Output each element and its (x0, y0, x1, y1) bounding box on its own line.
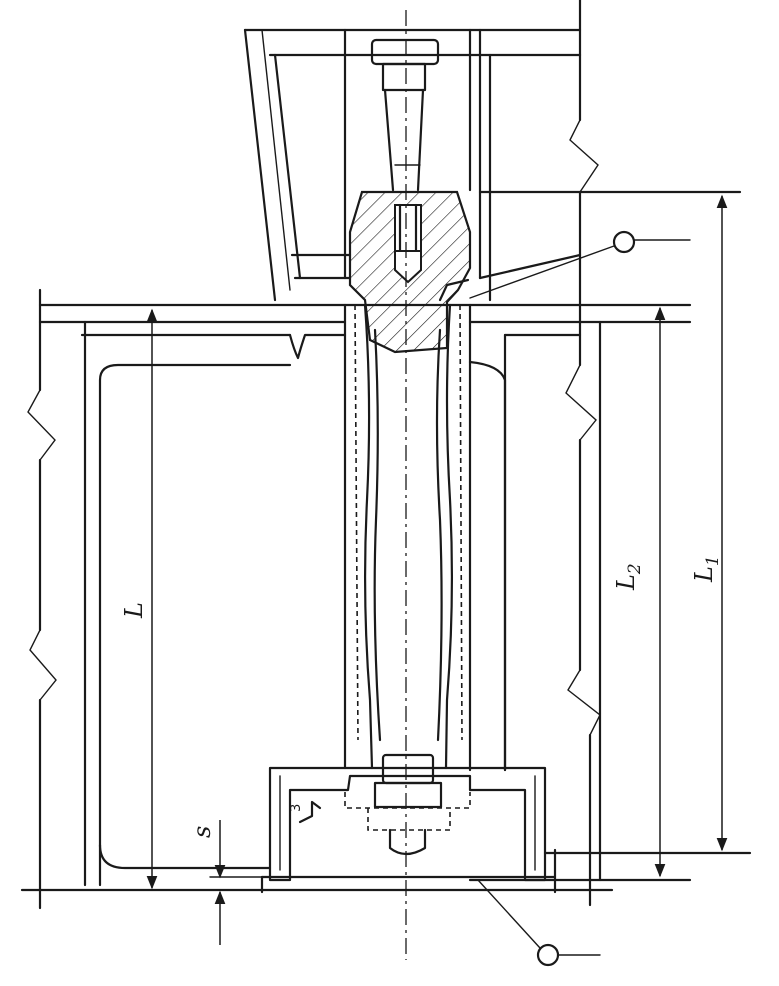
svg-text:L1: L1 (690, 555, 723, 583)
left-frame (27, 288, 507, 910)
dimension-L1-label: L (690, 566, 718, 583)
dimension-L1: L1 (690, 194, 728, 852)
right-frame (503, 53, 602, 907)
dimension-L: L (120, 308, 158, 890)
bolt-head (370, 38, 440, 192)
hatched-block (348, 190, 472, 354)
bottom-cup: 3 (260, 753, 557, 882)
callout-bottom (477, 879, 601, 967)
sleeve-tube (343, 278, 472, 772)
callout-circle-top (612, 230, 636, 254)
dimension-L-label: L (120, 602, 148, 619)
dimension-L1-subscript: 1 (703, 555, 723, 566)
callout-top (469, 230, 691, 299)
dimension-s-label: s (188, 826, 216, 838)
svg-text:L2: L2 (612, 563, 645, 591)
inner-mark-label: 3 (289, 804, 304, 812)
ground-line (20, 848, 752, 894)
upper-bracket (243, 0, 582, 302)
callout-circle-bottom (536, 943, 560, 967)
dimension-L2: L2 (612, 306, 666, 878)
dimension-s: s (188, 820, 271, 945)
dimension-L2-subscript: 2 (625, 563, 645, 575)
dimension-L2-label: L (612, 574, 640, 591)
